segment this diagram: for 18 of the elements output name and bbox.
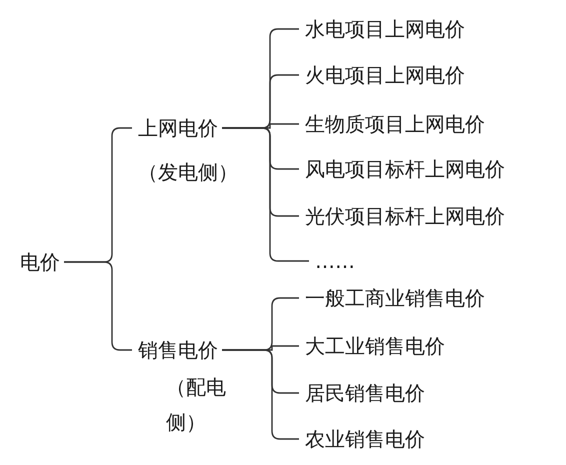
category-label: 火电项目上网电价 [305, 63, 465, 87]
category-label: 风电项目标杆上网电价 [305, 157, 505, 181]
category-label: 上网电价 [138, 116, 219, 140]
category-label: 销售电价 [138, 338, 219, 362]
category-label: 光伏项目标杆上网电价 [305, 204, 505, 228]
brace-connector [64, 261, 132, 351]
category-label: 一般工商业销售电价 [305, 286, 485, 310]
category-label: 生物质项目上网电价 [305, 112, 485, 136]
brace-connector [222, 127, 309, 262]
category-label: …… [315, 249, 355, 273]
brace-connector [222, 349, 299, 440]
category-note: （配电侧） [166, 374, 227, 436]
category-note: （发电侧） [138, 160, 239, 184]
category-label: 农业销售电价 [305, 427, 425, 451]
category-label: 大工业销售电价 [305, 334, 445, 358]
category-label: 居民销售电价 [305, 381, 425, 405]
category-label: 水电项目上网电价 [305, 17, 465, 41]
category-label: 电价 [20, 250, 61, 274]
